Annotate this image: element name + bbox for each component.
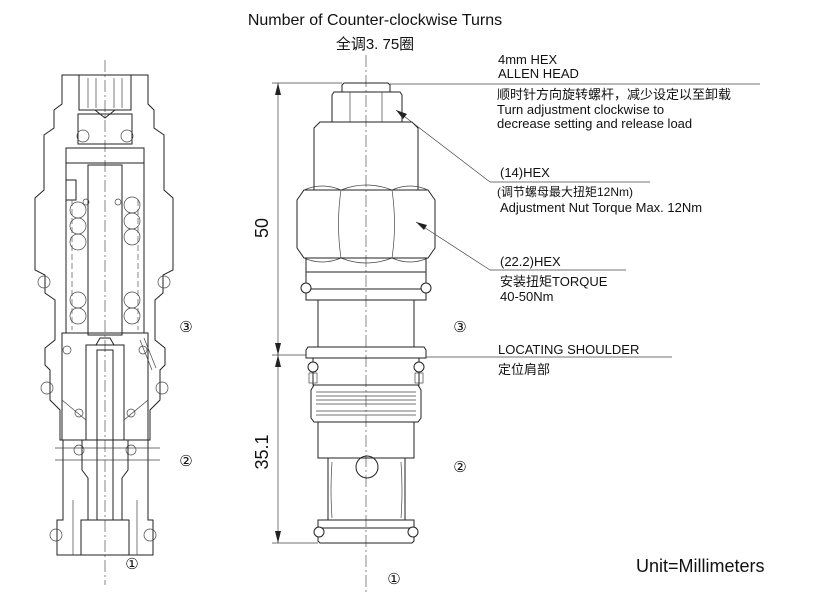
turn-note-cn: 顺时针方向旋转螺杆，减少设定以至卸载 [497,87,731,102]
hex22-torque-value: 40-50Nm [500,289,553,304]
hex14-label: (14)HEX [500,165,550,180]
allen-head-size: 4mm HEX [498,52,558,67]
dimension-35-1: 35.1 [252,434,272,469]
turn-note-en-2: decrease setting and release load [497,116,692,131]
hex14-note-en: Adjustment Nut Torque Max. 12Nm [500,200,702,215]
port-1-label-section: ① [125,556,138,573]
cross-section-view [34,60,174,585]
port-2-label: ② [453,459,466,476]
hex22-label: (22.2)HEX [500,254,561,269]
port-1-label: ① [387,571,400,588]
allen-head-label: ALLEN HEAD [498,66,579,81]
port-2-label-section: ② [179,453,192,470]
unit-note: Unit=Millimeters [636,556,765,576]
hex22-torque-label: 安装扭矩TORQUE [500,274,608,289]
shoulder-label-en: LOCATING SHOULDER [498,342,639,357]
port-3-label-section: ③ [179,319,192,336]
shoulder-label-cn: 定位肩部 [498,362,550,377]
turn-note-en-1: Turn adjustment clockwise to [497,102,664,117]
drawing-title: Number of Counter-clockwise Turns [248,12,502,29]
port-3-label: ③ [453,319,466,336]
drawing-subtitle: 全调3. 75圈 [336,35,414,53]
exterior-view [296,55,436,592]
dimension-50: 50 [252,218,272,238]
hex14-note-cn: (调节螺母最大扭矩12Nm) [497,185,633,199]
leader-lines [395,109,650,271]
dimension-lines [272,82,760,544]
